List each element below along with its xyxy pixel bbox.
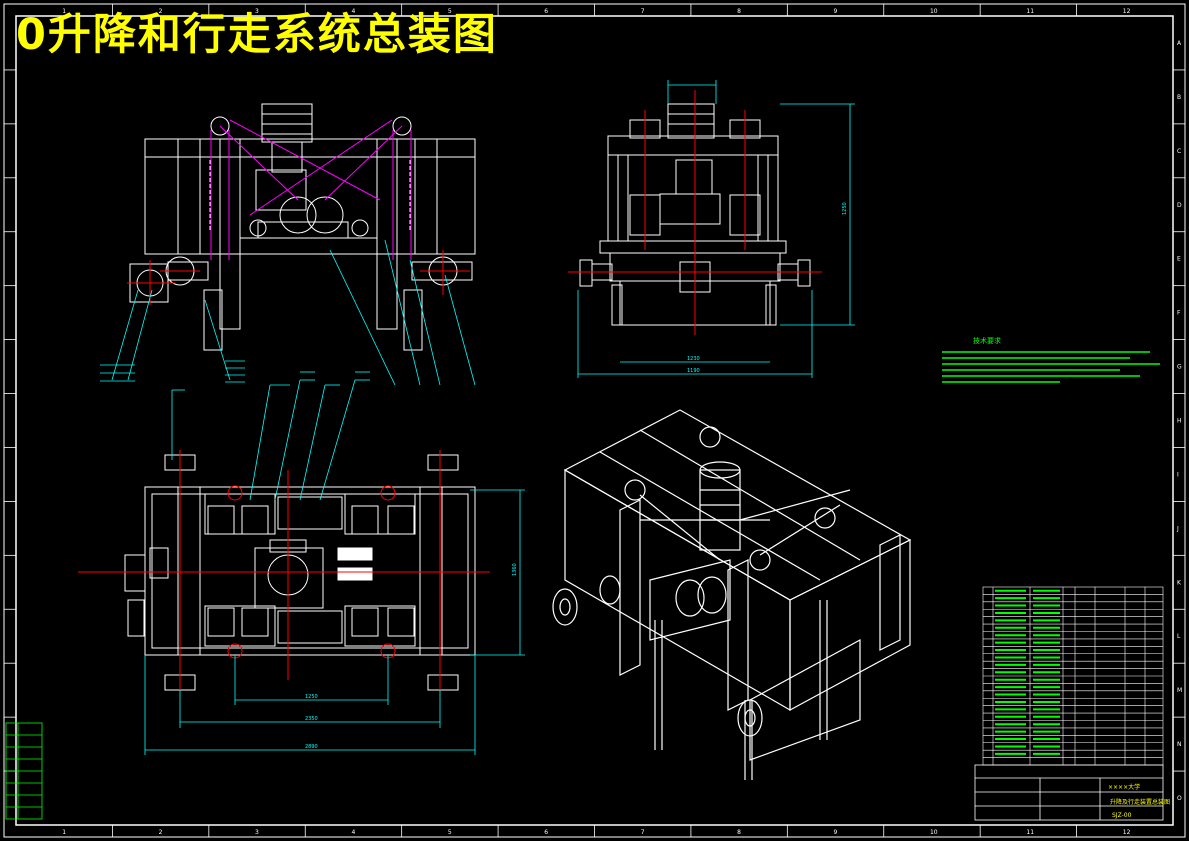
column-number: 11 (1026, 829, 1034, 836)
column-number: 2 (159, 829, 163, 836)
row-letter: H (1177, 418, 1182, 425)
school-name: ××××大学 (1108, 784, 1141, 791)
title-block (974, 764, 1164, 821)
plan-dimensions (144, 371, 525, 755)
column-number: 7 (641, 8, 645, 15)
column-number: 2 (159, 8, 163, 15)
column-number: 3 (255, 8, 259, 15)
dim-plan-inner: 1250 (305, 694, 318, 700)
column-number: 9 (834, 8, 838, 15)
dim-side-height: 1250 (842, 202, 848, 215)
sprocket-icon (249, 219, 267, 237)
row-letter: E (1177, 256, 1181, 263)
row-letter: B (1177, 94, 1181, 101)
chain-lines (210, 119, 412, 260)
parts-list (982, 586, 1164, 766)
column-number: 10 (930, 829, 938, 836)
title-block-name: 升降及行走装置总装图 (1110, 799, 1171, 806)
row-letter: K (1177, 579, 1182, 586)
side-centerlines (568, 90, 822, 335)
column-number: 12 (1123, 829, 1131, 836)
row-letter: N (1177, 741, 1182, 748)
column-number: 5 (448, 829, 452, 836)
side-dimensions (577, 80, 855, 378)
column-number: 4 (351, 829, 355, 836)
dim-top-width: 1190 (687, 368, 700, 374)
column-number: 8 (737, 829, 741, 836)
column-number: 12 (1123, 8, 1131, 15)
column-number: 8 (737, 8, 741, 15)
row-letter: O (1177, 795, 1182, 802)
row-letter: G (1177, 364, 1182, 371)
border-frame: 112233445566778899101011111212ABCDEFGHIJ… (3, 3, 1186, 838)
column-number: 10 (930, 8, 938, 15)
column-number: 1 (62, 8, 66, 15)
plan-centerlines (78, 450, 490, 690)
row-letter: L (1177, 633, 1181, 640)
dim-plan-depth: 1360 (512, 563, 518, 576)
row-letter: A (1177, 40, 1182, 47)
front-view (129, 103, 476, 351)
row-letter: I (1177, 471, 1179, 478)
column-number: 9 (834, 829, 838, 836)
motor-icon (261, 103, 313, 143)
isometric-view (552, 409, 912, 780)
column-number: 3 (255, 829, 259, 836)
column-number: 4 (351, 8, 355, 15)
row-letter: C (1177, 148, 1181, 155)
column-number: 1 (62, 829, 66, 836)
column-number: 5 (448, 8, 452, 15)
column-number: 7 (641, 829, 645, 836)
row-letter: J (1176, 525, 1179, 532)
technical-notes-title: 技术要求 (973, 337, 1001, 345)
dim-plan-total: 2890 (305, 744, 318, 750)
row-letter: F (1177, 310, 1181, 317)
row-letter: D (1177, 202, 1182, 209)
technical-notes (942, 351, 1160, 383)
row-letter: M (1177, 687, 1182, 694)
drawing-number: SJZ-00 (1112, 812, 1132, 819)
drawing-title: 0升降和行走系统总装图 (16, 10, 498, 60)
dim-top-inner: 1230 (687, 356, 700, 362)
column-number: 6 (544, 829, 548, 836)
column-number: 11 (1026, 8, 1034, 15)
dim-plan-overall: 2350 (305, 716, 318, 722)
column-number: 6 (544, 8, 548, 15)
revision-block (5, 722, 43, 820)
front-leaders (100, 239, 476, 386)
dimension-labels: 1230 1190 1250 1250 2350 2890 1360 (305, 202, 848, 750)
